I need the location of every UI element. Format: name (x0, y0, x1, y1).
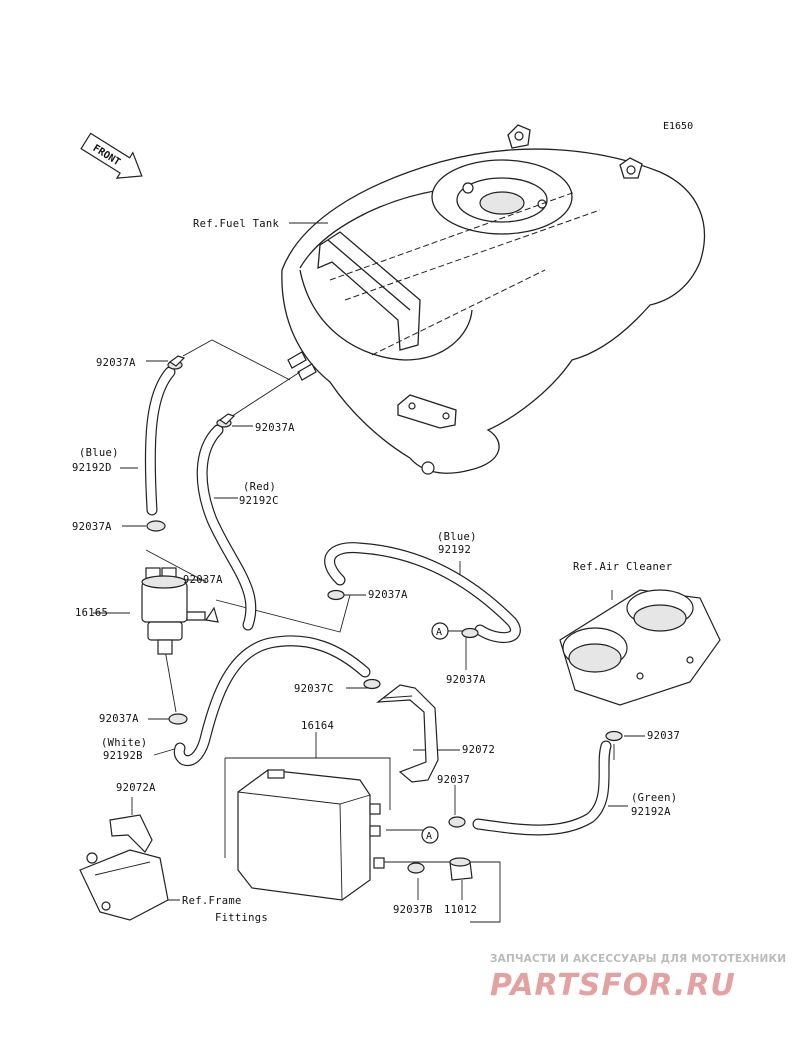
front-arrow-icon: FRONT (80, 132, 143, 179)
label-clamp-top-right: 92037A (255, 422, 295, 434)
watermark-tagline: ЗАПЧАСТИ И АКСЕССУАРЫ ДЛЯ МОТОТЕХНИКИ (490, 953, 786, 965)
fuel-tank (281, 124, 706, 475)
label-clamp-air-cleaner: 92037 (647, 730, 680, 742)
label-hose-blue-color: (Blue) (79, 447, 119, 459)
air-cleaner (559, 589, 721, 706)
label-hose-white-color: (White) (101, 737, 147, 749)
fuel-filter (141, 567, 206, 655)
label-clamp-a-right: 92037A (446, 674, 486, 686)
label-clamp-lower-left: 92037A (99, 713, 139, 725)
label-clamp-filter-side: 92037A (183, 574, 223, 586)
svg-text:A: A (426, 831, 432, 842)
label-bracket: 92072 (462, 744, 495, 756)
label-hose-red-color: (Red) (243, 481, 276, 493)
label-clamp-canister: 92037 (437, 774, 470, 786)
label-canister: 16164 (301, 720, 334, 732)
watermark: ЗАПЧАСТИ И АКСЕССУАРЫ ДЛЯ МОТОТЕХНИКИ PA… (490, 953, 786, 1003)
ref-frame-fittings-line2: Fittings (215, 912, 268, 924)
cap-11012 (449, 857, 473, 881)
label-hose-blue2-code: 92192 (438, 544, 471, 556)
label-hose-red-code: 92192C (239, 495, 279, 507)
leader-lines (93, 339, 645, 923)
label-hose-green-color: (Green) (631, 792, 677, 804)
label-cap: 11012 (444, 904, 477, 916)
ref-frame-fittings-line1: Ref.Frame (182, 895, 242, 907)
label-hose-blue2-color: (Blue) (437, 531, 477, 543)
label-clamp-top-left: 92037A (96, 357, 136, 369)
label-clamp-b: 92037B (393, 904, 433, 916)
label-hose-blue-code: 92192D (72, 462, 112, 474)
label-bracket-a: 92072A (116, 782, 156, 794)
canister (237, 769, 385, 901)
label-hose-green-code: 92192A (631, 806, 671, 818)
hoses (144, 366, 612, 836)
bracket-92072 (376, 684, 439, 783)
diagram-code: E1650 (663, 121, 693, 132)
marker-a-lower: A (421, 826, 439, 844)
ref-air-cleaner-label: Ref.Air Cleaner (573, 561, 672, 573)
svg-text:A: A (436, 627, 442, 638)
marker-a-upper: A (431, 622, 449, 640)
label-clamp-c: 92037C (294, 683, 334, 695)
ref-fuel-tank-label: Ref.Fuel Tank (193, 218, 279, 230)
label-filter: 16165 (75, 607, 108, 619)
label-hose-white-code: 92192B (103, 750, 143, 762)
part-labels: 92037A 92037A (Blue) 92192D (Red) 92192C… (72, 357, 680, 924)
label-clamp-mid-left: 92037A (72, 521, 112, 533)
watermark-brand: PARTSFOR.RU (490, 968, 736, 1003)
label-clamp-mid-right: 92037A (368, 589, 408, 601)
clamps (146, 355, 623, 874)
frame-fittings (79, 814, 169, 921)
